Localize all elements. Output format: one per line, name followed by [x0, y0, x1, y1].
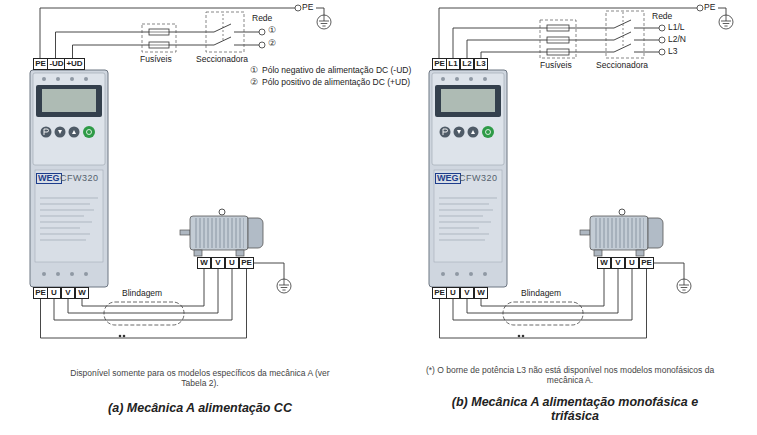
terminal-pe: PE: [432, 287, 447, 299]
terminal-l1: L1: [446, 58, 460, 70]
caption-note: (*) O borne de potência L3 não está disp…: [420, 366, 720, 386]
motor-cable-wire: [453, 269, 632, 320]
terminal-label: PE: [434, 60, 445, 68]
motor-terminal: U: [625, 257, 639, 269]
motor-cable-wire: [440, 269, 647, 338]
callout-number: ①: [250, 66, 258, 76]
ground-label: PE: [704, 3, 715, 13]
terminal-u: U: [47, 287, 61, 299]
terminal-label: +UD: [66, 60, 82, 68]
terminal-l2: L2: [460, 58, 474, 70]
phase-label: L3: [668, 47, 677, 57]
terminal-label: PE: [35, 60, 46, 68]
terminal-label: V: [65, 289, 70, 297]
terminal-pe: PE: [33, 287, 48, 299]
switch-label: Seccionadora: [196, 55, 248, 65]
phase-label: L2/N: [668, 35, 686, 45]
terminal-w: W: [75, 287, 89, 299]
terminal-label: V: [215, 259, 220, 267]
motor-cable-wire: [481, 269, 604, 306]
shield-label: Blindagem: [122, 289, 162, 299]
terminal-label: U: [629, 259, 635, 267]
brand-logo: WEG: [435, 173, 461, 184]
terminal-w: W: [474, 287, 488, 299]
model-name: CFW320: [60, 174, 99, 183]
terminal-label: U: [229, 259, 235, 267]
terminal-pe: PE: [33, 58, 48, 70]
ground-label: PE: [302, 3, 313, 13]
figure-title: (b) Mecânica A alimentação monofásica e …: [430, 396, 720, 424]
motor-terminal: V: [211, 257, 225, 269]
terminal-label: U: [450, 289, 456, 297]
terminal-label: L2: [462, 60, 471, 68]
terminal-label: W: [200, 259, 208, 267]
terminal-u: U: [446, 287, 460, 299]
terminal-label: PE: [434, 289, 445, 297]
switch-label: Seccionadora: [596, 61, 648, 71]
callout-number: ②: [250, 78, 258, 88]
terminal-label: V: [615, 259, 620, 267]
motor-cable-wire: [54, 269, 232, 320]
legend-note: Pólo negativo de alimentação DC (-UD): [262, 66, 411, 76]
motor-terminal: PE: [639, 257, 654, 269]
shield-label: Blindagem: [521, 289, 561, 299]
terminal-label: PE: [241, 259, 252, 267]
figure-title: (a) Mecânica A alimentação CC: [55, 402, 345, 416]
motor-terminal: V: [611, 257, 625, 269]
motor-terminal: PE: [239, 257, 254, 269]
fuse-label: Fusíveis: [140, 55, 172, 65]
terminal-label: V: [464, 289, 469, 297]
motor-cable-wire: [41, 269, 247, 338]
legend-note: Pólo positivo de alimentação DC (+UD): [262, 78, 410, 88]
callout-number: ②: [268, 39, 276, 49]
motor-terminal: U: [225, 257, 239, 269]
terminal-label: PE: [641, 259, 652, 267]
terminal-label: W: [477, 289, 485, 297]
terminal-pos: +UD: [64, 58, 85, 70]
terminal-label: W: [600, 259, 608, 267]
terminal-v: V: [460, 287, 474, 299]
terminal-label: W: [78, 289, 86, 297]
terminal-label: L3: [476, 60, 485, 68]
terminal-label: PE: [35, 289, 46, 297]
terminal-label: -UD: [49, 60, 63, 68]
network-label: Rede: [652, 12, 672, 22]
fuse-label: Fusíveis: [540, 61, 572, 71]
motor-terminal: W: [197, 257, 211, 269]
callout-number: ①: [268, 26, 276, 36]
caption-note: Disponível somente para os modelos espec…: [65, 369, 335, 389]
terminal-pe: PE: [432, 58, 447, 70]
motor-cable-wire: [82, 269, 204, 306]
terminal-l3: L3: [474, 58, 488, 70]
terminal-label: L1: [448, 60, 457, 68]
terminal-label: U: [51, 289, 57, 297]
motor-cable-wire: [467, 269, 618, 313]
motor-terminal: W: [597, 257, 611, 269]
brand-logo: WEG: [36, 173, 62, 184]
model-name: CFW320: [459, 174, 498, 183]
network-label: Rede: [252, 14, 272, 24]
motor-cable-wire: [68, 269, 218, 313]
terminal-v: V: [61, 287, 75, 299]
phase-label: L1/L: [668, 23, 685, 33]
